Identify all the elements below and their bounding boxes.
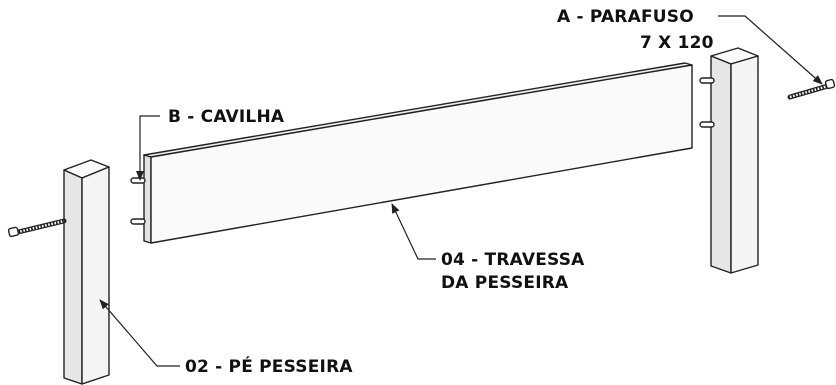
rail-dowels (130, 177, 146, 225)
left-post-front (81, 166, 110, 385)
rail (143, 62, 693, 244)
screw-label-line2: 7 X 120 (640, 33, 714, 53)
dowel-leader (136, 115, 160, 181)
rail-end (143, 154, 152, 244)
post-dowels (699, 77, 715, 128)
rail-label-line2: DA PESSEIRA (441, 273, 569, 293)
dowel-label: B - CAVILHA (168, 107, 285, 127)
right-post-front (730, 55, 759, 274)
left-post (63, 159, 110, 385)
right-post (710, 47, 759, 274)
left-screw (7, 218, 67, 238)
screw-leader (718, 15, 823, 85)
right-post-side (710, 55, 732, 274)
right-screw (787, 78, 836, 100)
screw-label-line1: A - PARAFUSO (557, 7, 694, 27)
rail-leader (391, 203, 436, 260)
post-label: 02 - PÉ PESSEIRA (185, 355, 353, 377)
rail-face (150, 64, 693, 244)
left-post-side (63, 169, 83, 385)
post-leader (99, 299, 180, 367)
rail-label-line1: 04 - TRAVESSA (441, 250, 585, 270)
